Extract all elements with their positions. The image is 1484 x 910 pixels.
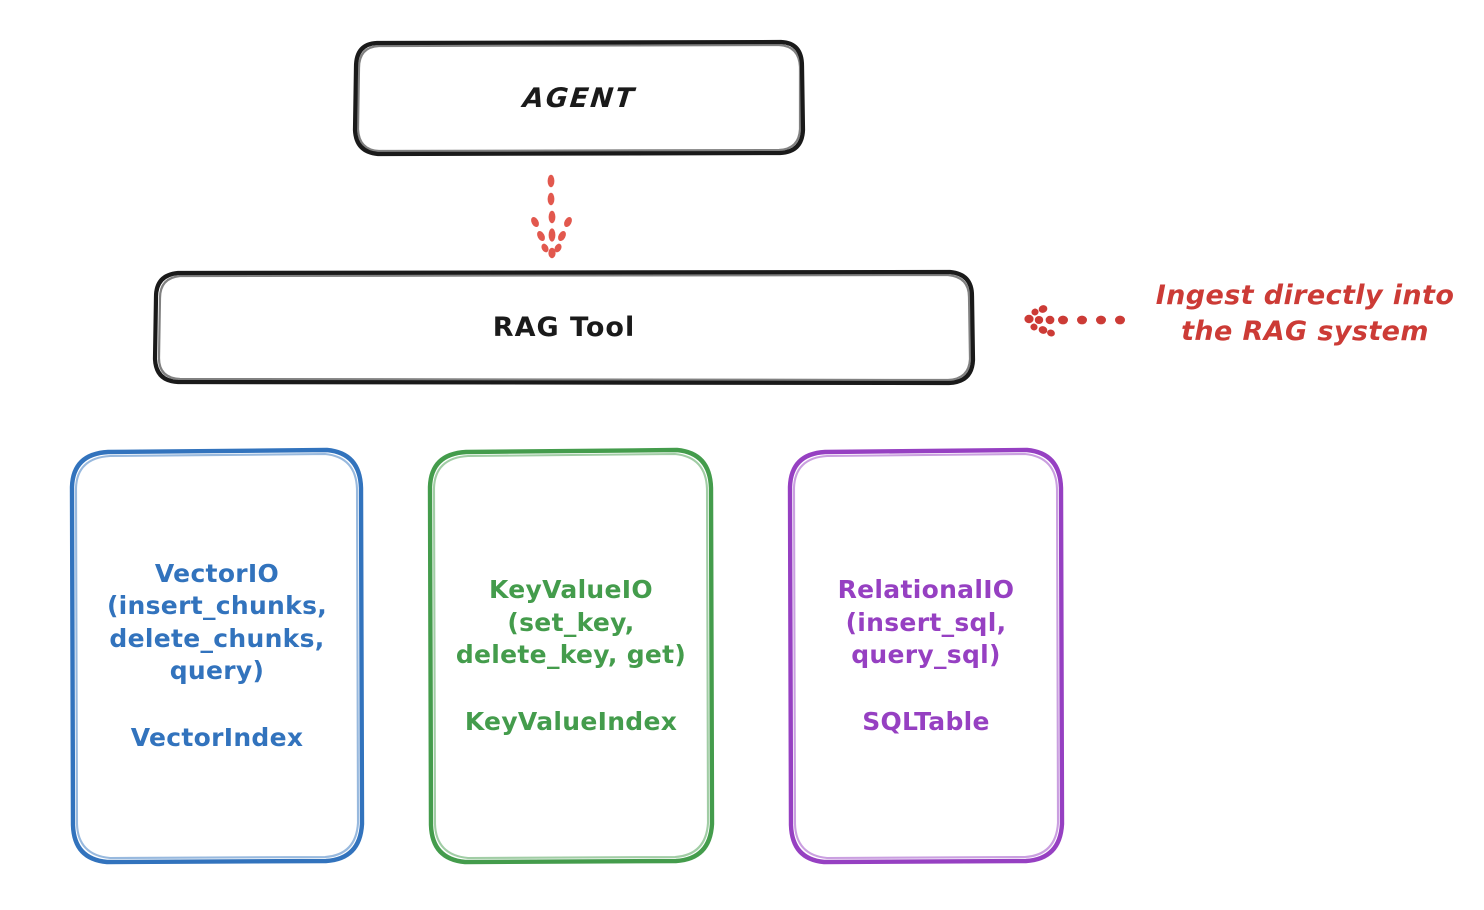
rag-tool-node-shape[interactable] [152,269,976,386]
agent-to-rag-arrow [531,174,572,259]
relational-io-node-shape[interactable] [787,447,1065,865]
agent-node-shape[interactable] [352,39,806,157]
ingest-note-arrow [1024,305,1125,337]
vector-io-node-shape[interactable] [69,447,365,865]
key-value-io-node-shape[interactable] [427,447,715,865]
ingest-annotation-text: Ingest directly into the RAG system [1155,280,1455,348]
